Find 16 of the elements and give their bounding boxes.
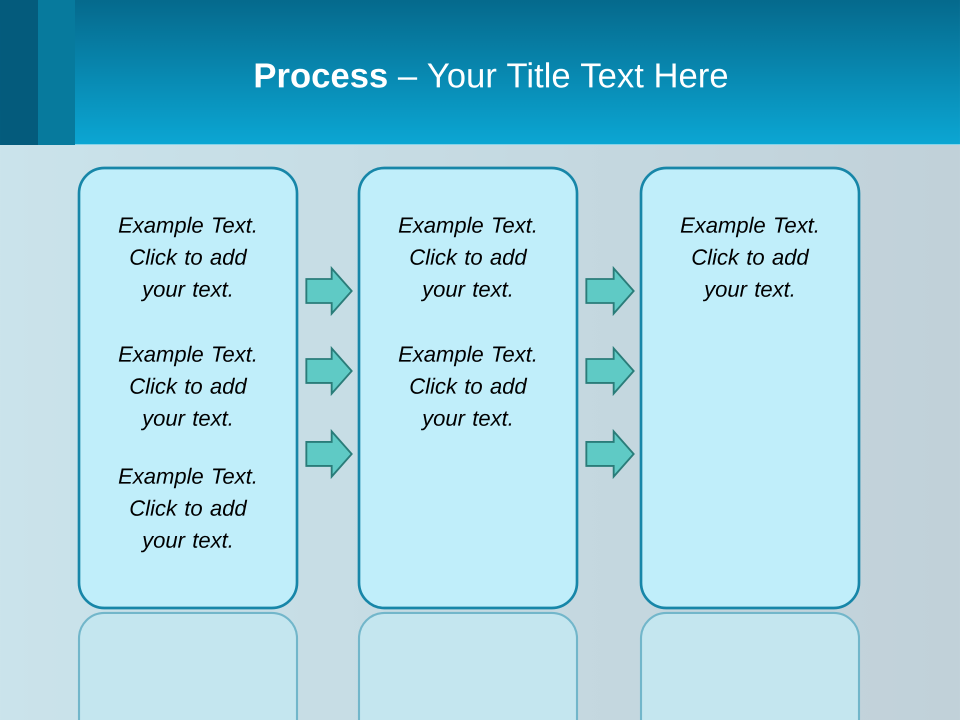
block-arrow [305,266,353,316]
block-arrow [585,428,635,480]
block-arrow [585,346,635,396]
process-box [640,166,860,610]
block-arrow [305,428,353,480]
box-text: Example Text. Click to add your text. [680,216,818,302]
box-text: Example Text. Click to add your text. [118,346,256,430]
block-arrow [305,346,353,396]
box-text: Example Text. Click to add your text. [118,468,256,552]
process-box [78,166,298,610]
process-box [358,166,578,610]
box-text: Example Text. Click to add your text. [118,216,256,302]
block-arrow [585,266,635,316]
box-text: Example Text. Click to add your text. [398,216,536,302]
title: Process – Your Title Text Here [256,62,728,88]
box-text: Example Text. Click to add your text. [398,346,536,430]
